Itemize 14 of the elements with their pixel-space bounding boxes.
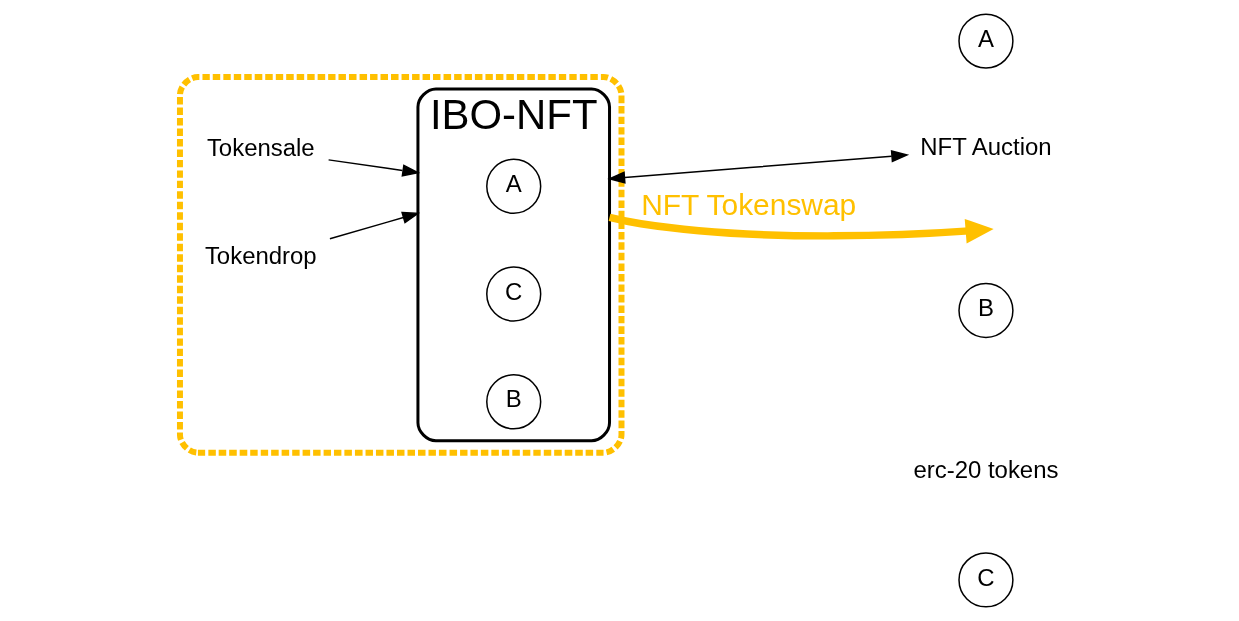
label: erc-20 tokens — [912, 455, 1058, 483]
node-text: Tokendrop — [204, 241, 317, 269]
node-circle: B — [957, 282, 1014, 339]
node-circle: C — [957, 552, 1014, 608]
arrow — [606, 150, 909, 184]
node-text: Tokensale — [206, 134, 315, 162]
arrow — [328, 211, 420, 240]
node-circle: A — [957, 13, 1014, 69]
edge-label: NFT Tokenswap — [640, 187, 856, 221]
node-circle: A — [485, 158, 541, 214]
node-text: NFT Auction — [919, 132, 1052, 160]
arrow — [327, 159, 420, 177]
node-circle: C — [485, 266, 541, 322]
node-circle: B — [485, 374, 541, 430]
